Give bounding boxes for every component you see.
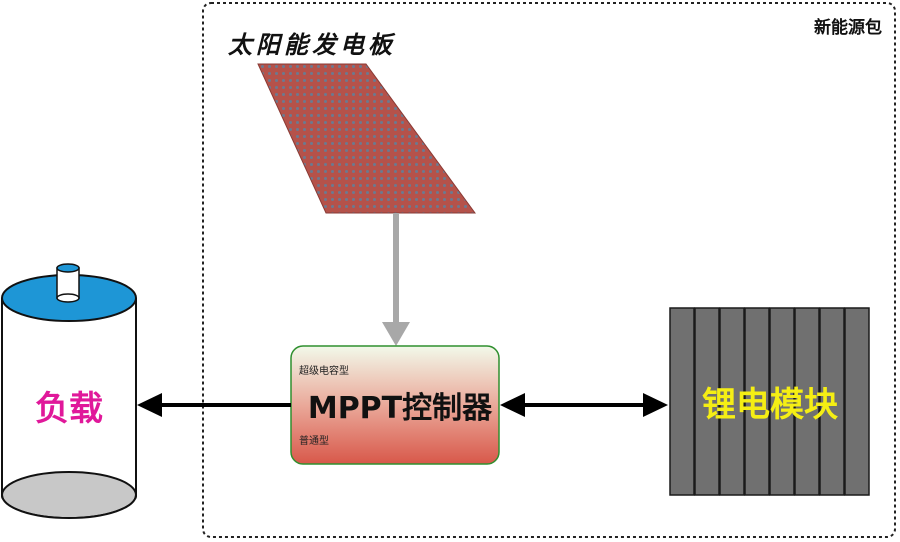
controller-bottom-note: 普通型	[299, 434, 329, 447]
battery-cell	[769, 307, 795, 496]
solar-panel-label: 太阳能发电板	[227, 30, 396, 59]
solar-panel	[257, 63, 476, 214]
load-label: 负载	[35, 389, 103, 429]
battery-cell	[844, 307, 870, 496]
controller-label: MPPT控制器	[308, 391, 493, 426]
battery-cell	[669, 307, 695, 496]
battery-side-arrow-head	[643, 393, 668, 417]
panel-arrow-head	[382, 322, 410, 346]
load-arrow-head	[137, 393, 162, 417]
load-cylinder	[1, 263, 137, 523]
battery-label: 锂电模块	[702, 385, 838, 425]
battery-cell	[794, 307, 820, 496]
battery-cell	[694, 307, 720, 496]
controller-side-arrow-head	[500, 393, 525, 417]
package-boundary	[202, 2, 896, 538]
battery-cell	[719, 307, 745, 496]
battery-cell	[819, 307, 845, 496]
battery-cell	[744, 307, 770, 496]
package-label: 新能源包	[814, 17, 882, 38]
controller-top-note: 超级电容型	[299, 364, 349, 377]
battery-module	[669, 307, 870, 496]
